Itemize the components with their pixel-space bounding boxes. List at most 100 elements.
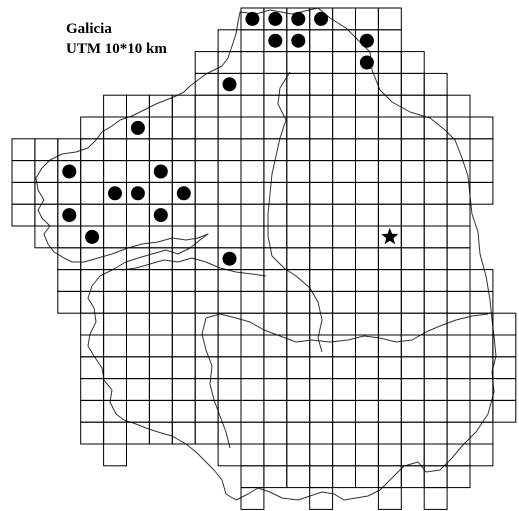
grid-cell bbox=[446, 312, 471, 336]
grid-cell bbox=[263, 225, 288, 249]
grid-cell bbox=[423, 160, 448, 183]
grid-cell bbox=[492, 312, 517, 336]
grid-cell bbox=[423, 203, 448, 227]
grid-cell bbox=[400, 312, 425, 336]
grid-cell bbox=[332, 94, 357, 118]
grid-cell bbox=[286, 421, 311, 445]
record-dot bbox=[314, 11, 329, 26]
grid-cell bbox=[194, 290, 219, 314]
grid-cell bbox=[240, 247, 265, 271]
grid-cell bbox=[309, 465, 334, 489]
grid-cell bbox=[309, 225, 334, 249]
grid-cell bbox=[377, 29, 402, 53]
grid-cell bbox=[217, 378, 242, 401]
grid-cell bbox=[423, 72, 448, 96]
grid-cell bbox=[377, 181, 402, 205]
grid-cell bbox=[309, 29, 334, 53]
grid-cell bbox=[80, 399, 105, 423]
grid-cell bbox=[377, 269, 402, 292]
grid-cell bbox=[423, 181, 448, 205]
grid-cell bbox=[286, 399, 311, 423]
grid-cell bbox=[171, 94, 196, 118]
record-dot bbox=[222, 251, 237, 266]
grid-cell bbox=[57, 247, 82, 271]
grid-cell bbox=[309, 399, 334, 423]
grid-cell bbox=[217, 94, 242, 118]
grid-cell bbox=[286, 225, 311, 249]
map-subtitle: UTM 10*10 km bbox=[66, 41, 167, 57]
grid-cell bbox=[286, 138, 311, 162]
grid-cell bbox=[217, 290, 242, 314]
grid-cell bbox=[400, 356, 425, 380]
grid-cell bbox=[332, 72, 357, 96]
grid-cell bbox=[263, 51, 288, 74]
grid-cell bbox=[171, 225, 196, 249]
grid-cell bbox=[263, 378, 288, 401]
record-dot bbox=[130, 186, 145, 201]
grid-cell bbox=[423, 378, 448, 401]
grid-cell bbox=[80, 290, 105, 314]
grid-cell bbox=[126, 203, 150, 227]
grid-cell bbox=[400, 181, 425, 205]
grid-cell bbox=[148, 269, 173, 292]
grid-cell bbox=[240, 312, 265, 336]
grid-cell bbox=[103, 290, 127, 314]
record-dot bbox=[291, 33, 306, 48]
record-star bbox=[381, 227, 399, 245]
grid-cell bbox=[286, 51, 311, 74]
grid-cell bbox=[103, 225, 127, 249]
grid-cell bbox=[171, 269, 196, 292]
grid-cell bbox=[240, 487, 265, 510]
grid-cell bbox=[355, 116, 379, 140]
grid-cell bbox=[332, 443, 357, 467]
record-dot bbox=[245, 11, 260, 26]
grid-cell bbox=[469, 378, 494, 401]
grid-cell bbox=[126, 356, 150, 380]
grid-cell bbox=[148, 399, 173, 423]
grid-cell bbox=[286, 334, 311, 358]
grid-cell bbox=[355, 290, 379, 314]
grid-cell bbox=[194, 247, 219, 271]
grid-cell bbox=[469, 181, 494, 205]
grid-cell bbox=[423, 94, 448, 118]
grid-cell bbox=[423, 225, 448, 249]
grid-cell bbox=[217, 225, 242, 249]
grid-cell bbox=[171, 378, 196, 401]
grid-cell bbox=[57, 290, 82, 314]
grid-cell bbox=[286, 247, 311, 271]
grid-cell bbox=[446, 399, 471, 423]
grid-cell bbox=[126, 225, 150, 249]
grid-cell bbox=[332, 138, 357, 162]
record-dot bbox=[108, 186, 122, 201]
grid-cell bbox=[446, 225, 471, 249]
grid-cell bbox=[171, 334, 196, 358]
grid-cell bbox=[171, 421, 196, 445]
grid-cell bbox=[80, 181, 105, 205]
grid-cell bbox=[355, 181, 379, 205]
grid-cell bbox=[377, 51, 402, 74]
utm-grid bbox=[11, 7, 517, 510]
grid-cell bbox=[126, 290, 150, 314]
grid-cell bbox=[217, 421, 242, 445]
grid-cell bbox=[263, 443, 288, 467]
grid-cell bbox=[57, 269, 82, 292]
grid-cell bbox=[377, 378, 402, 401]
galicia-coastline bbox=[35, 7, 497, 501]
grid-cell bbox=[446, 465, 471, 489]
grid-cell bbox=[469, 312, 494, 336]
grid-cell bbox=[80, 312, 105, 336]
grid-cell bbox=[400, 334, 425, 358]
grid-cell bbox=[446, 269, 471, 292]
grid-cell bbox=[103, 443, 127, 467]
grid-cell bbox=[80, 378, 105, 401]
grid-cell bbox=[217, 181, 242, 205]
grid-cell bbox=[286, 312, 311, 336]
river-mino bbox=[121, 257, 267, 277]
grid-cell bbox=[446, 378, 471, 401]
grid-cell bbox=[446, 203, 471, 227]
grid-cell bbox=[377, 160, 402, 183]
grid-cell bbox=[57, 181, 82, 205]
grid-cell bbox=[34, 225, 59, 249]
grid-cell bbox=[309, 356, 334, 380]
grid-cell bbox=[469, 334, 494, 358]
